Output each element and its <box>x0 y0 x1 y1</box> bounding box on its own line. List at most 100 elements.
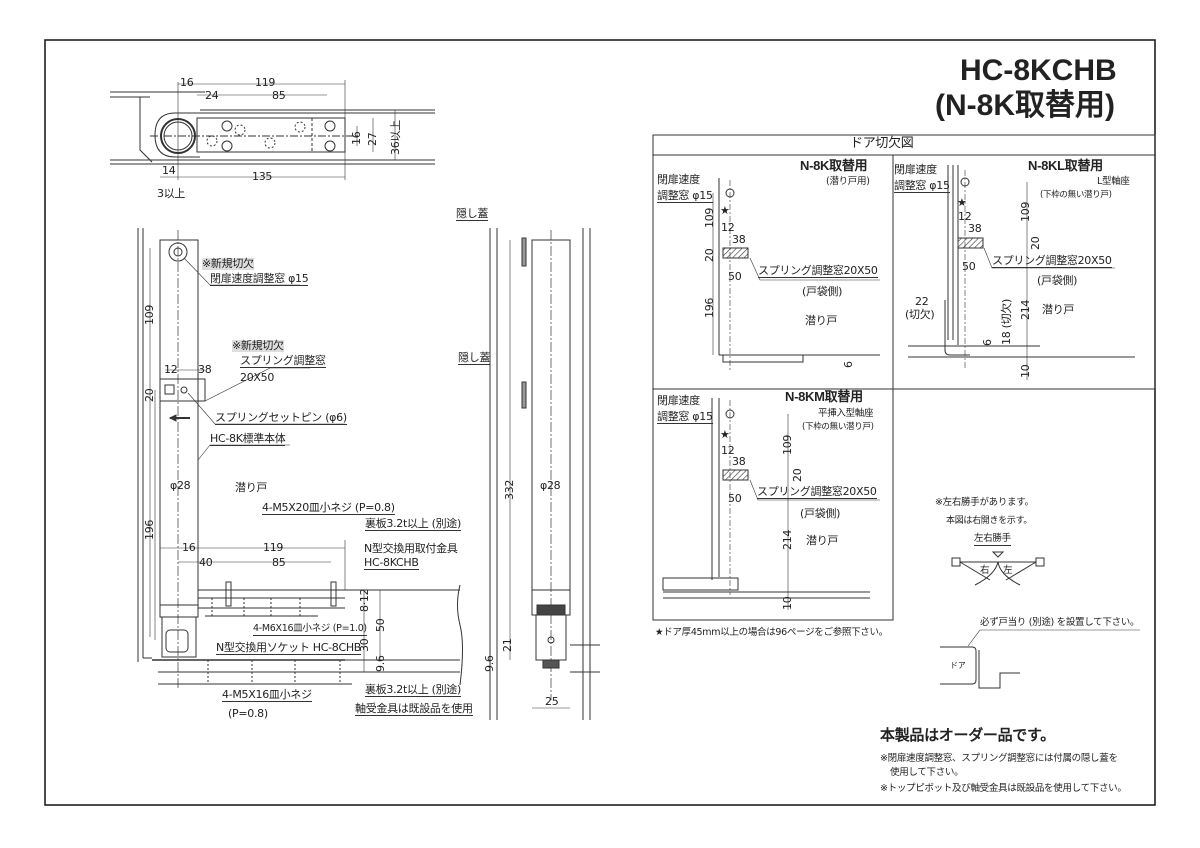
dim-label: 8·12 <box>358 588 371 612</box>
window-label: 調整窓 φ15 <box>657 410 713 424</box>
screw-label: 4-M5X16皿小ネジ <box>222 688 312 702</box>
window-label: 閉扉速度 <box>894 163 937 176</box>
cutout-frame <box>652 134 1156 621</box>
bracket-model: HC-8KCHB <box>364 556 419 570</box>
dim-label: 12 <box>721 221 735 234</box>
window-label: 調整窓 φ15 <box>894 179 950 193</box>
side-label: (戸袋側) <box>1037 274 1078 287</box>
model-subtitle: (N-8K取替用) <box>935 89 1115 122</box>
footer-note: 使用して下さい。 <box>890 767 964 778</box>
star-icon: ★ <box>957 196 967 209</box>
cut-dim-label: 18 (切欠) <box>1000 299 1013 345</box>
dim-label: 10 <box>781 596 794 610</box>
spring-set-pin-label: スプリングセットピン (φ6) <box>215 411 347 425</box>
dim-label: 16 <box>350 131 363 145</box>
dim-label: 196 <box>143 519 156 540</box>
front-elevation <box>137 228 463 690</box>
spring-window-size: 20X50 <box>240 371 275 384</box>
dim-label: 10 <box>1019 364 1032 378</box>
dim-label: 50 <box>728 270 742 283</box>
cut-dim-label: 22 <box>915 295 929 308</box>
spring-window-label: スプリング調整窓 <box>240 354 326 368</box>
dim-label: 50 <box>728 492 742 505</box>
new-cut-note: ※新規切欠 <box>232 339 284 352</box>
cutout-n8km <box>662 398 880 610</box>
cutout-n8k <box>712 178 880 370</box>
dim-label: 3以上 <box>157 187 186 200</box>
screw-label: 4-M5X20皿小ネジ (P=0.8) <box>262 501 395 515</box>
door-label: 潜り戸 <box>1042 303 1075 316</box>
dim-label: 6 <box>842 361 855 368</box>
body-label: HC-8K標準本体 <box>210 432 286 446</box>
wicket-door-label: 潜り戸 <box>235 481 268 494</box>
dim-label: 85 <box>272 89 286 102</box>
dim-label: 21 <box>501 638 514 652</box>
dim-label: 332 <box>503 479 516 500</box>
door-label: ドア <box>950 661 966 670</box>
cut-dim-label: (切欠) <box>905 308 935 321</box>
dim-label: 109 <box>143 304 156 325</box>
dim-label: 9.6 <box>483 655 496 672</box>
dim-label: 50 <box>374 618 387 632</box>
panel-subtitle: (下枠の無い潜り戸) <box>802 422 874 432</box>
window-label: 閉扉速度 <box>657 173 700 186</box>
window-label: 調整窓 φ15 <box>657 189 713 203</box>
new-cut-note: ※新規切欠 <box>202 257 254 270</box>
side-elevation <box>489 228 600 720</box>
dim-label: 14 <box>162 164 176 177</box>
left-label: 左 <box>1003 565 1013 576</box>
dim-label: 214 <box>1019 299 1032 320</box>
dim-label: 38 <box>732 233 746 246</box>
panel-subtitle: (潜り戸用) <box>826 176 870 187</box>
dim-label: φ28 <box>170 479 191 492</box>
socket-label: N型交換用ソケット HC-8CHB <box>216 641 362 655</box>
door-stop-note: 必ず戸当り (別途) を設置して下さい。 <box>980 617 1140 628</box>
window-label: 閉扉速度 <box>657 394 700 407</box>
panel-title: N-8KM取替用 <box>785 389 863 404</box>
dim-label: 50 <box>962 260 976 273</box>
hand-label: 左右勝手 <box>974 533 1011 546</box>
dim-label: 9.6 <box>374 655 387 672</box>
dim-label: 20 <box>791 468 804 482</box>
panel-title: N-8K取替用 <box>800 158 868 173</box>
hidden-cover-label: 隠し蓋 <box>458 351 491 365</box>
dim-label: 25 <box>545 695 559 708</box>
hand-diagram <box>951 551 1045 586</box>
dim-label: 135 <box>252 170 273 183</box>
dim-label: 119 <box>263 541 284 554</box>
model-title: HC-8KCHB <box>960 54 1117 87</box>
dim-label: 196 <box>703 297 716 318</box>
dim-label: 6 <box>981 339 994 346</box>
cutout-n8kl <box>908 165 1135 380</box>
hand-note: ※左右勝手があります。 <box>935 497 1034 508</box>
dim-label: 16 <box>182 541 196 554</box>
spring-window-label: スプリング調整窓20X50 <box>992 254 1112 268</box>
dim-label: 38 <box>732 455 746 468</box>
screw-pitch-label: (P=0.8) <box>228 707 268 720</box>
dim-label: 20 <box>1029 236 1042 250</box>
side-label: (戸袋側) <box>800 507 841 520</box>
bearing-label: 軸受金具は既設品を使用 <box>355 702 473 716</box>
dim-label: φ28 <box>540 479 561 492</box>
bracket-label: N型交換用取付金具 <box>364 542 458 555</box>
dim-label: 12 <box>958 210 972 223</box>
dim-label: 12 <box>164 363 178 376</box>
hand-note: 本図は右開きを示す。 <box>946 516 1033 526</box>
dim-label: 109 <box>1019 201 1032 222</box>
dim-label: 20 <box>143 388 156 402</box>
dim-label: 109 <box>781 434 794 455</box>
footer-note: ※トップピボット及び軸受金具は既設品を使用して下さい。 <box>880 783 1127 794</box>
panel-subtitle: 平挿入型軸座 <box>818 408 874 419</box>
closing-speed-window-label: 閉扉速度調整窓 φ15 <box>210 272 309 286</box>
dim-label: 20 <box>703 248 716 262</box>
dim-label: 30 <box>358 638 371 652</box>
star-note: ★ドア厚45mm以上の場合は96ページをご参照下さい。 <box>655 627 888 638</box>
dim-label: 85 <box>272 556 286 569</box>
dim-label: 38 <box>968 222 982 235</box>
dim-label: 16 <box>180 76 194 89</box>
spring-window-label: スプリング調整窓20X50 <box>757 485 877 499</box>
screw-label: 4-M6X16皿小ネジ (P=1.0) <box>253 623 367 636</box>
right-label: 右 <box>980 565 990 576</box>
sheet-border <box>44 39 1156 806</box>
